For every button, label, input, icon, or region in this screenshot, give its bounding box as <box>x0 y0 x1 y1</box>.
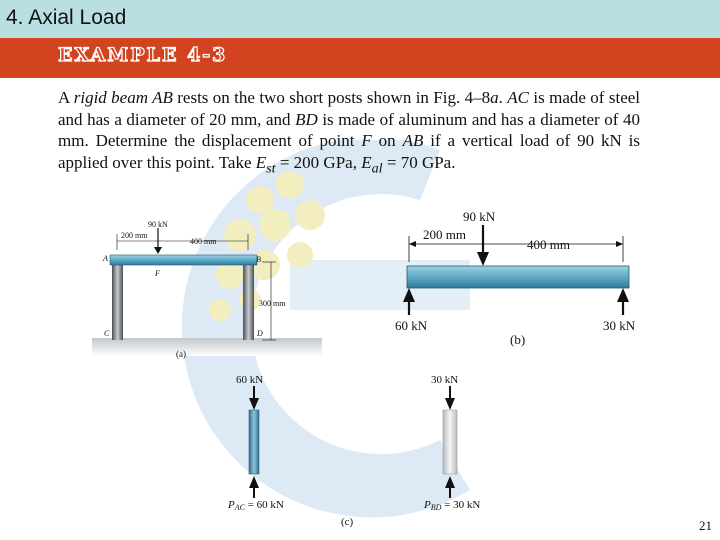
fig-a-caption: (a) <box>176 349 186 359</box>
post-ac <box>112 262 123 340</box>
fig-c-left-top: 60 kN <box>236 374 263 386</box>
example-banner: EXAMPLE 4-3 <box>0 38 720 78</box>
fig-b-caption: (b) <box>510 332 525 347</box>
fig-c-right-bottom: PBD = 30 kN <box>423 499 480 512</box>
fig-a-height: 300 mm <box>259 299 286 308</box>
floor-a <box>92 338 322 356</box>
post-bd <box>243 262 254 340</box>
point-d-label: D <box>256 329 263 338</box>
fig-b-reaction-right: 30 kN <box>603 318 636 333</box>
point-c-label: C <box>104 329 110 338</box>
point-b-label: B <box>256 255 261 264</box>
header-bar: 4. Axial Load <box>0 0 720 38</box>
fig-b-reaction-left: 60 kN <box>395 318 428 333</box>
beam-ab <box>109 254 258 266</box>
figure-b: 90 kN 200 mm 400 mm 60 kN 30 kN (b) <box>395 209 636 347</box>
beam-fbd <box>406 265 630 289</box>
problem-statement: A rigid beam AB rests on the two short p… <box>58 88 641 176</box>
figure-c: 60 kN 30 kN PAC = 60 kN PBD = 30 kN (c) <box>227 374 480 528</box>
rod-bd <box>442 409 458 475</box>
example-label: EXAMPLE 4-3 <box>57 43 228 66</box>
fig-c-left-bottom: PAC = 60 kN <box>227 499 284 512</box>
point-a-label: A <box>102 254 108 263</box>
fig-a-load: 90 kN <box>148 220 168 229</box>
fig-c-caption: (c) <box>341 516 354 528</box>
rod-ac <box>248 409 260 475</box>
fig-c-right-top: 30 kN <box>431 374 458 386</box>
fig-a-dim-left: 200 mm <box>121 231 148 240</box>
fig-b-dim-right: 400 mm <box>527 237 570 252</box>
page-number: 21 <box>699 518 712 533</box>
fig-a-dim-right: 400 mm <box>190 237 217 246</box>
fig-b-load: 90 kN <box>463 209 496 224</box>
point-f-label: F <box>154 269 160 278</box>
fig-b-dim-left: 200 mm <box>423 227 466 242</box>
figure-a: 90 kN 200 mm 400 mm 300 mm A B F C D (a) <box>92 220 322 359</box>
slide-title: 4. Axial Load <box>6 6 127 29</box>
